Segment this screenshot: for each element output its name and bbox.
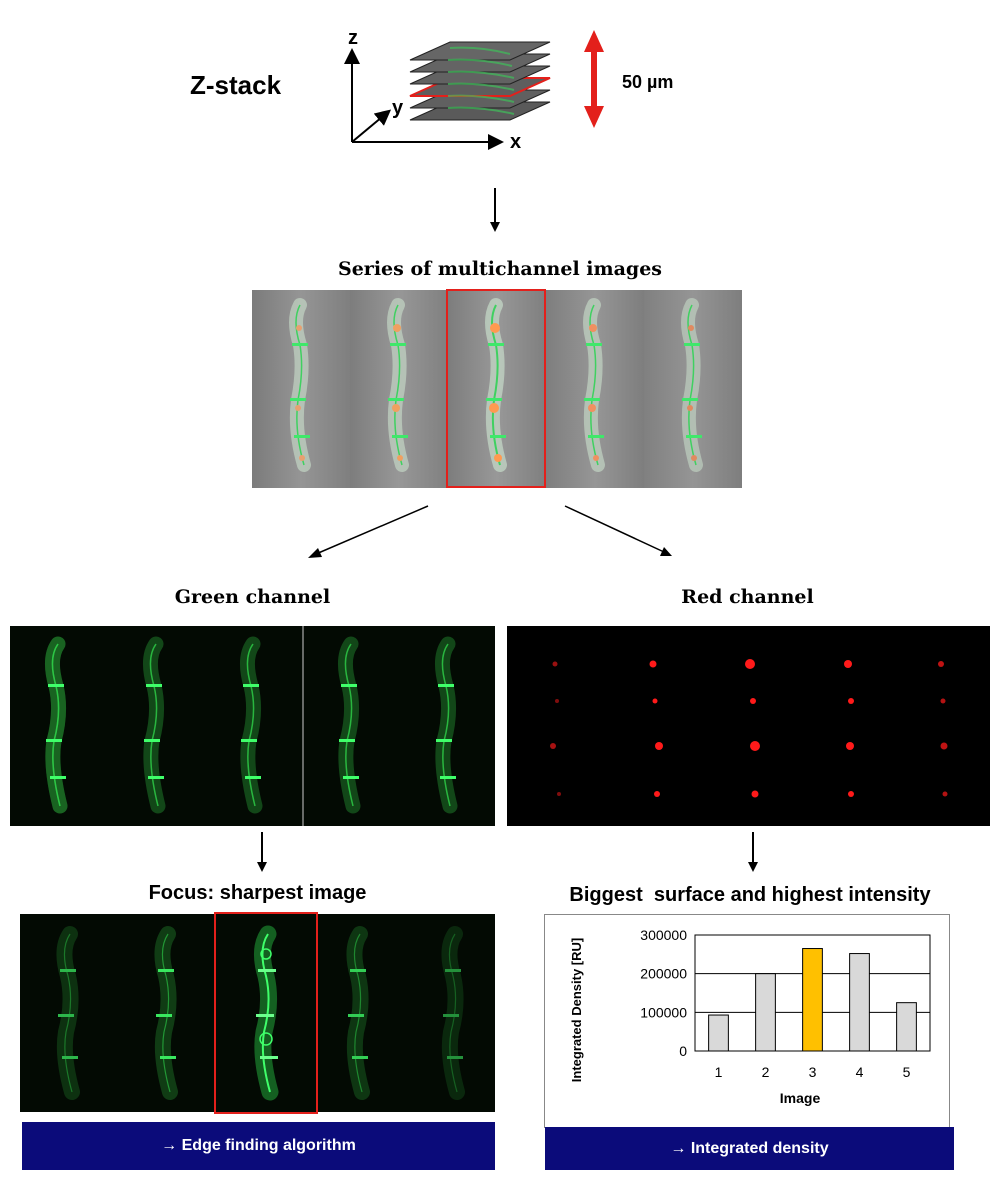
chart-xtick-label: 4	[856, 1064, 864, 1080]
chart-ytick-label: 300000	[640, 927, 687, 943]
depth-label: 50 µm	[622, 72, 673, 92]
chart-bar	[849, 953, 870, 1052]
series-title: Series of multichannel images	[338, 258, 662, 280]
chart-bar	[802, 948, 823, 1052]
series-frame	[350, 290, 448, 488]
series-strip	[252, 290, 742, 488]
edge-finding-banner: → Edge finding algorithm	[22, 1122, 495, 1170]
density-chart-frame: 0 100000 200000 300000 1 2 3 4 5 Image Integrat…	[544, 914, 950, 1128]
chart-xtick-label: 5	[903, 1064, 911, 1080]
green-channel-title: Green channel	[174, 586, 331, 608]
series-selection-box	[446, 289, 546, 488]
zstack-title: Z-stack	[190, 70, 282, 100]
integrated-density-chart: 0 100000 200000 300000 1 2 3 4 5 Image Integrat…	[569, 927, 931, 1106]
chart-ylabel: Integrated Density [RU]	[569, 938, 584, 1082]
focus-title: Focus: sharpest image	[148, 882, 367, 904]
z-axis-label: z	[348, 27, 358, 49]
chart-ytick-label: 200000	[640, 966, 687, 982]
flow-arrow-down	[748, 832, 758, 872]
red-channel-title: Red channel	[681, 586, 814, 608]
y-axis-label: y	[392, 97, 404, 119]
series-frame	[252, 290, 350, 488]
x-axis-label: x	[510, 131, 521, 153]
chart-ytick-label: 100000	[640, 1004, 687, 1020]
red-channel-strip	[507, 626, 990, 826]
focus-selection-box	[214, 912, 318, 1114]
chart-xtick-label: 2	[762, 1064, 770, 1080]
chart-bar	[755, 973, 776, 1052]
zstack-diagram: z x y 50 µm	[344, 27, 673, 153]
split-arrows	[308, 505, 672, 558]
chart-xtick-label: 3	[809, 1064, 817, 1080]
focus-sharp-cell	[254, 925, 279, 1101]
density-title: Biggest surface and highest intensity	[569, 884, 931, 906]
integrated-density-banner: → Integrated density	[545, 1127, 954, 1170]
focus-strip	[20, 914, 495, 1112]
stack-planes	[409, 41, 551, 121]
chart-xtick-label: 1	[715, 1064, 723, 1080]
flow-arrow-down	[257, 832, 267, 872]
chart-ytick-label: 0	[679, 1043, 687, 1059]
series-frame	[644, 290, 742, 488]
chart-xlabel: Image	[780, 1090, 821, 1106]
series-frame	[546, 290, 644, 488]
y-axis	[351, 109, 392, 143]
depth-arrow	[584, 30, 604, 128]
green-channel-strip	[10, 626, 495, 826]
chart-bar	[708, 1014, 729, 1052]
chart-bar	[896, 1002, 917, 1052]
series-frame-selected	[448, 290, 546, 488]
flow-arrow-down	[490, 188, 500, 232]
